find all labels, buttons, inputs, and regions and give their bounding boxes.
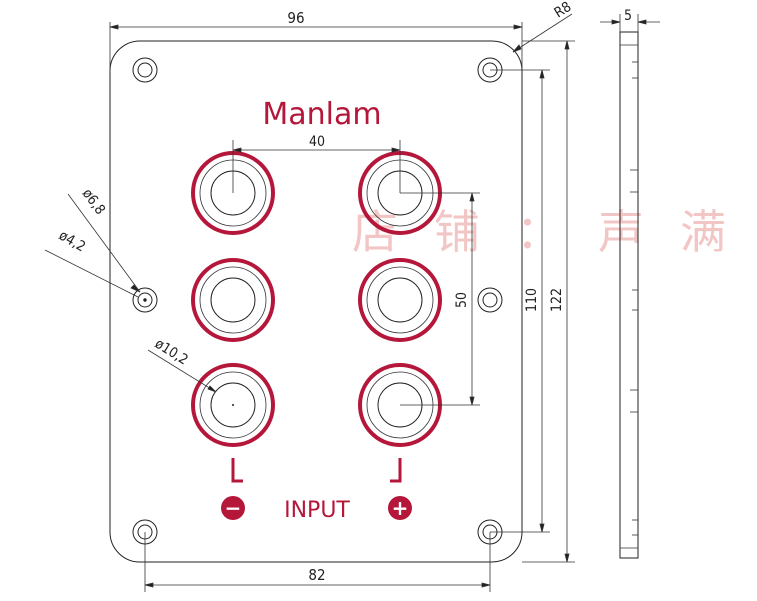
dim-corner-radius-label: R8 (552, 0, 575, 21)
input-label: INPUT (284, 498, 350, 523)
dimension-corner-radius (512, 13, 573, 53)
dimension-height-total (522, 40, 575, 563)
dim-hole-spacing-horizontal-label: 82 (308, 566, 325, 584)
plate-outline (109, 40, 523, 563)
side-view (600, 14, 660, 559)
bracket-left (231, 458, 243, 483)
dimension-width-top (109, 22, 523, 70)
jack-right-middle (358, 258, 442, 342)
mount-hole-mid-right (477, 287, 503, 313)
minus-badge: − (221, 496, 245, 520)
front-plate (109, 40, 523, 563)
dim-width-top-label: 96 (287, 9, 304, 27)
dimension-jack-diameter (147, 349, 217, 393)
dim-thickness-label: 5 (624, 8, 632, 24)
mount-hole-mid-left (132, 287, 158, 313)
bracket-right (390, 458, 402, 483)
dim-jack-spacing-label: 40 (309, 134, 325, 150)
dim-mount-hole-outer-label: ø6,8 (79, 186, 108, 218)
dimension-hole-spacing-vertical (490, 69, 550, 533)
dim-jack-vertical-label: 50 (454, 292, 470, 308)
mount-hole-top-left (132, 57, 158, 83)
dim-mount-hole-inner-label: ø4,2 (56, 228, 88, 256)
jacks (191, 151, 442, 447)
plus-badge: + (388, 496, 412, 520)
dimension-jack-spacing (232, 140, 401, 193)
dim-height-total-label: 122 (549, 288, 565, 312)
brand-logo-text: Manlam (262, 97, 381, 132)
plus-symbol: + (392, 496, 409, 520)
polarity-markings: − + INPUT (221, 458, 412, 523)
dim-jack-diameter-label: ø10,2 (152, 336, 191, 369)
dimension-jack-vertical (400, 192, 480, 406)
minus-symbol: − (225, 496, 242, 520)
side-view-ticks (630, 61, 638, 536)
jack-left-middle (191, 258, 275, 342)
dim-hole-spacing-vertical-label: 110 (524, 288, 540, 312)
jack-left-bottom (191, 363, 275, 447)
dimension-hole-spacing-horizontal (144, 532, 491, 592)
dimension-mount-hole (44, 193, 141, 298)
